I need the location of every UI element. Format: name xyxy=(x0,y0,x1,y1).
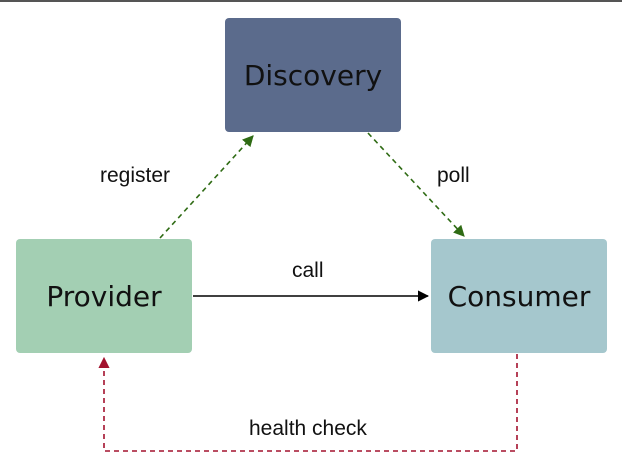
consumer-label: Consumer xyxy=(447,279,591,313)
register-label: register xyxy=(100,164,171,187)
register-arrow xyxy=(159,135,254,239)
provider-label: Provider xyxy=(46,279,162,313)
poll-label: poll xyxy=(437,164,470,187)
health-check-arrow xyxy=(98,354,518,452)
consumer-node: Consumer xyxy=(431,239,607,353)
discovery-label: Discovery xyxy=(243,58,383,92)
health-check-label: health check xyxy=(249,417,367,440)
call-label: call xyxy=(292,259,324,282)
poll-arrow xyxy=(367,132,465,237)
top-border-line xyxy=(0,0,622,2)
provider-node: Provider xyxy=(16,239,192,353)
discovery-node: Discovery xyxy=(225,18,401,132)
